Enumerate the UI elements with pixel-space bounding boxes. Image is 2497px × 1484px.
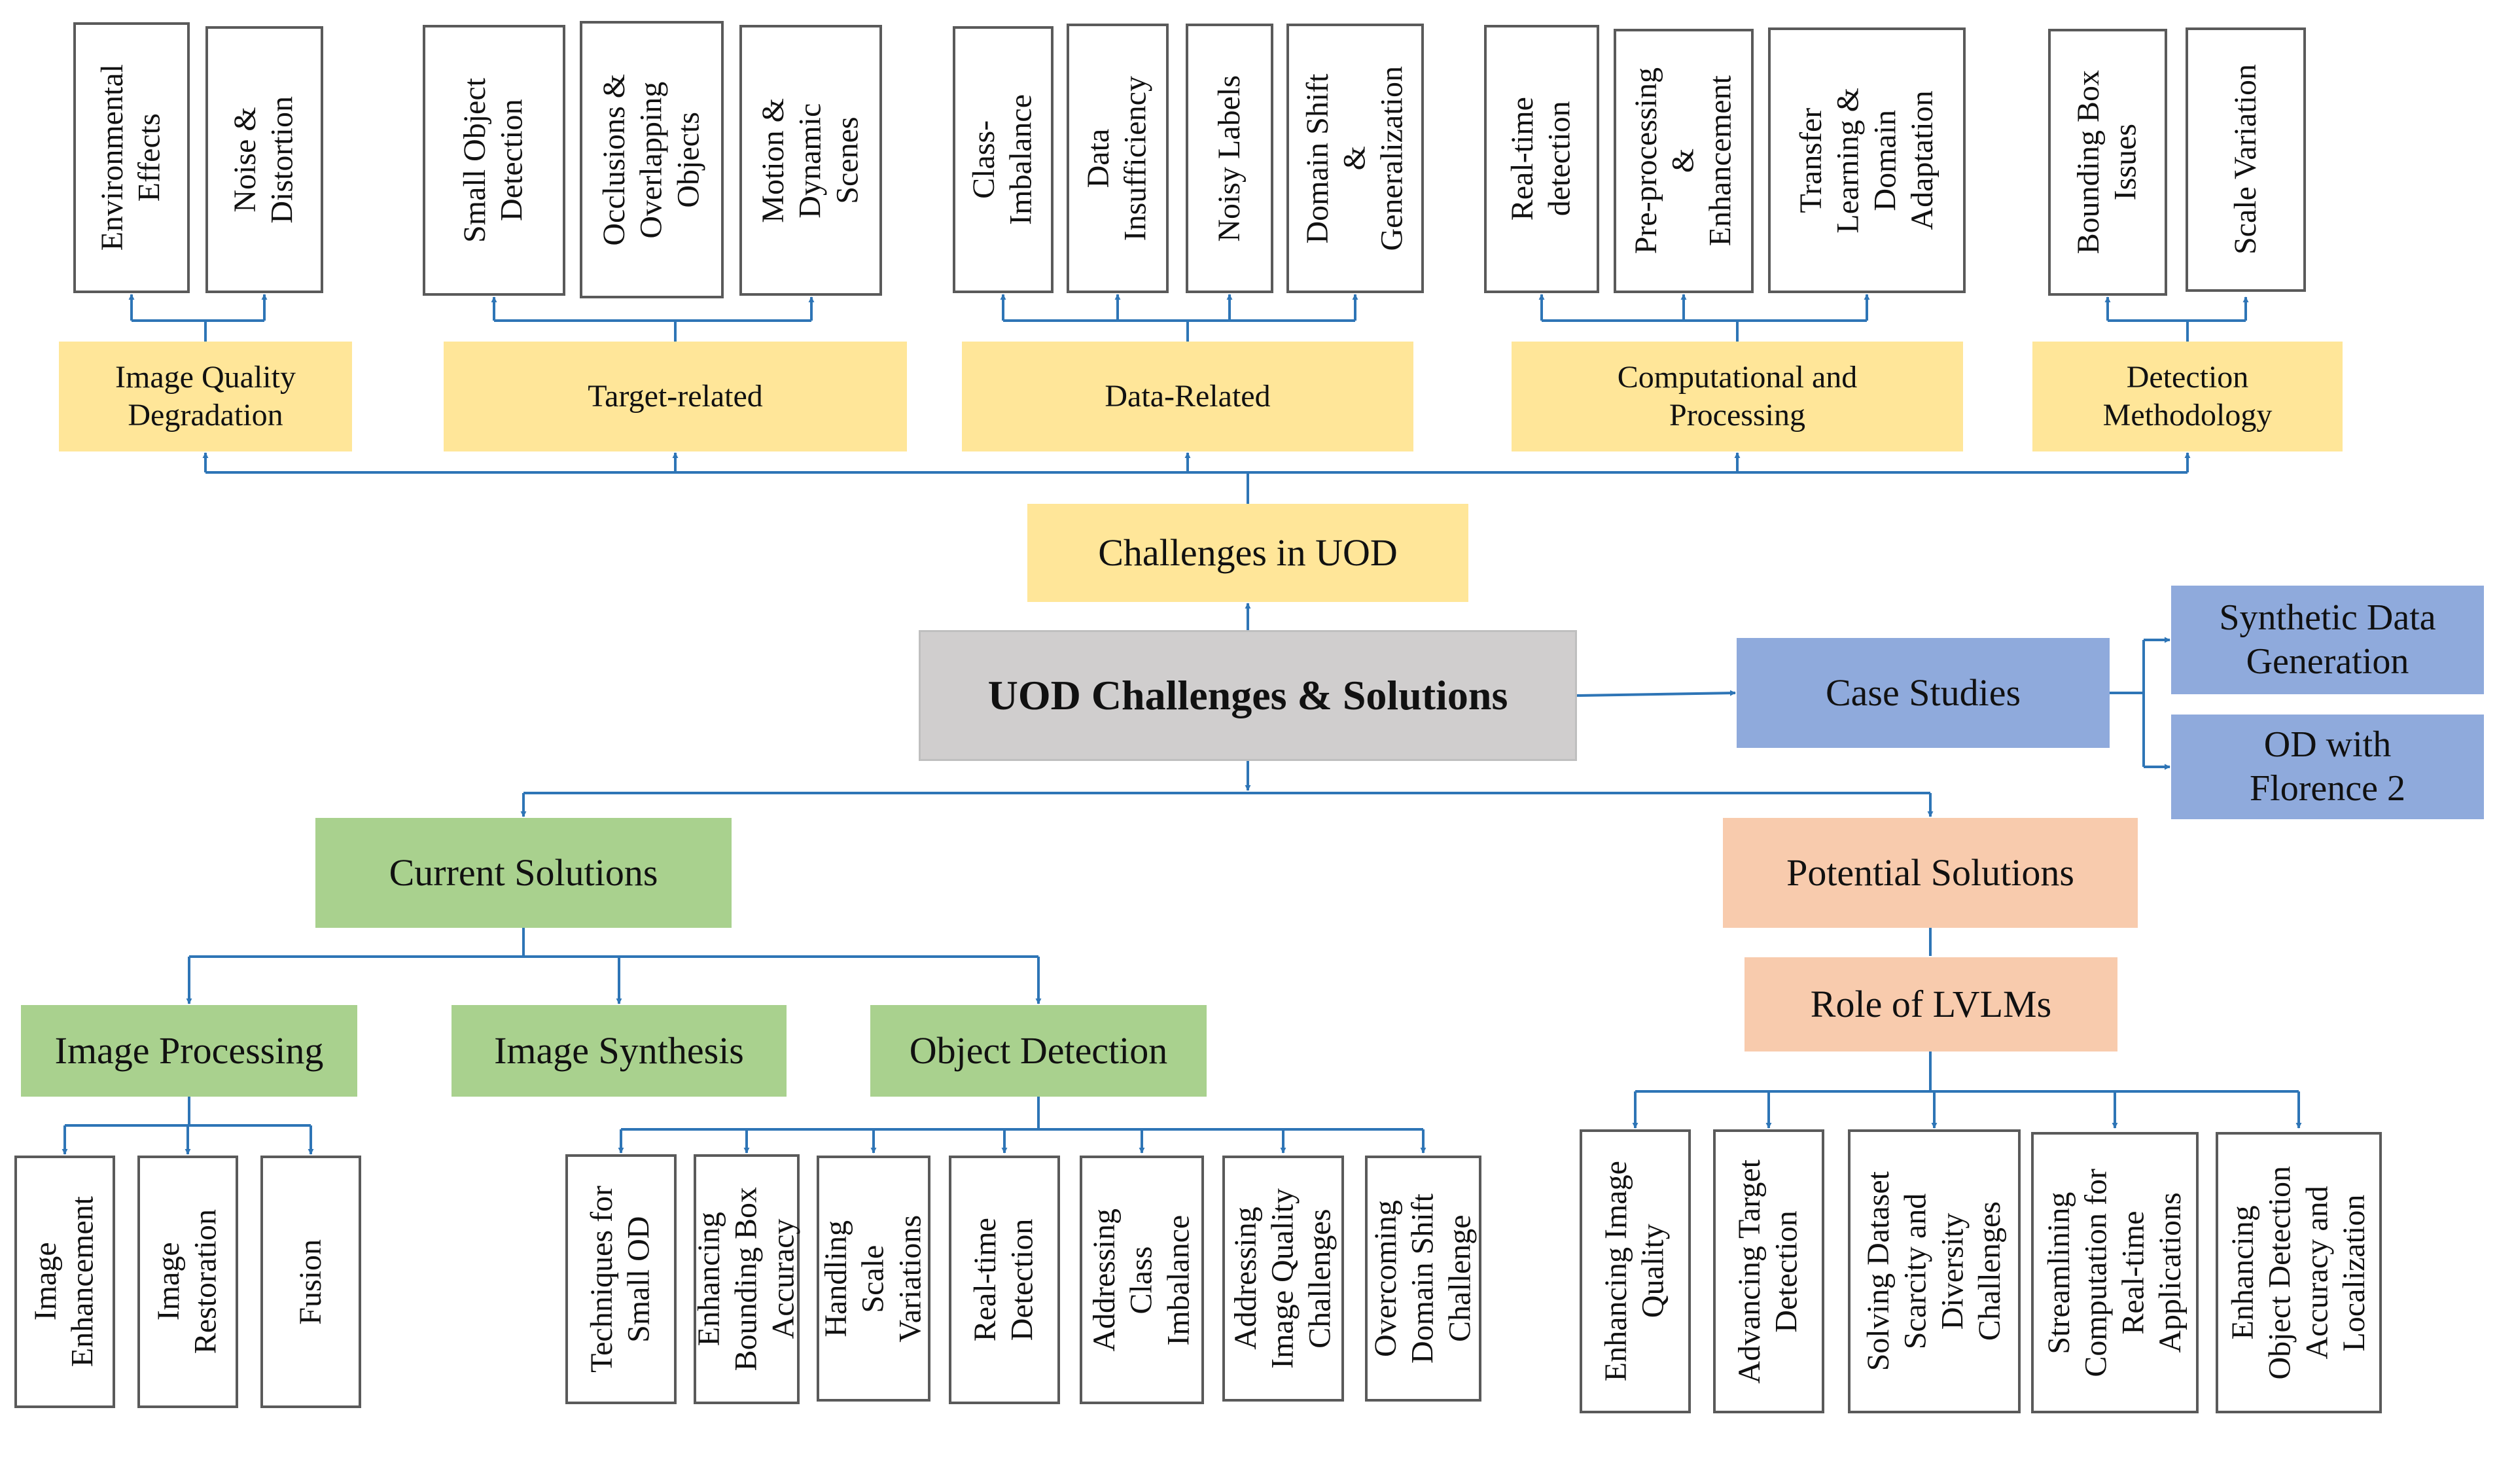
leaf-image-restoration: Image Restoration <box>137 1156 238 1408</box>
category-label: Computational and Processing <box>1617 360 1858 433</box>
leaf-label: Image Restoration <box>151 1209 223 1354</box>
leaf-label: Class- Imbalance <box>966 94 1038 225</box>
leaf-enhancing-bbox-accuracy: Enhancing Bounding Box Accuracy <box>692 1154 801 1404</box>
leaf-bounding-box-issues: Bounding Box Issues <box>2048 29 2167 296</box>
leaf-label: Streamlining Computation for Real-time A… <box>2041 1168 2187 1377</box>
potential-solutions-node: Potential Solutions <box>1723 818 2138 928</box>
category-label: Image Quality Degradation <box>115 360 296 433</box>
center-label: UOD Challenges & Solutions <box>987 671 1508 718</box>
group-label: Image Processing <box>54 1029 324 1072</box>
leaf-label: Noisy Labels <box>1211 75 1247 242</box>
leaf-label: Techniques for Small OD <box>584 1186 656 1373</box>
leaf-lvlm-streamlining: Streamlining Computation for Real-time A… <box>2031 1132 2199 1413</box>
leaf-label: Bounding Box Issues <box>2071 70 2143 255</box>
case-studies-title: Case Studies <box>1825 671 2021 715</box>
leaf-addressing-image-quality: Addressing Image Quality Challenges <box>1222 1156 1344 1402</box>
leaf-motion-dynamic: Motion & Dynamic Scenes <box>739 25 882 296</box>
leaf-label: Noise & Distortion <box>228 96 300 224</box>
leaf-label: Enhancing Bounding Box Accuracy <box>692 1187 801 1371</box>
leaf-data-insufficiency: Data Insufficiency <box>1067 24 1169 293</box>
leaf-lvlm-dataset-scarcity: Solving Dataset Scarcity and Diversity C… <box>1848 1129 2021 1413</box>
role-of-lvlms-label: Role of LVLMs <box>1810 983 2052 1026</box>
leaf-environmental-effects: Environmental Effects <box>73 22 190 293</box>
case-item-label: OD with Florence 2 <box>2250 724 2405 809</box>
leaf-class-imbalance: Class- Imbalance <box>953 26 1054 293</box>
leaf-overcoming-domain-shift: Overcoming Domain Shift Challenge <box>1365 1156 1481 1402</box>
challenges-title: Challenges in UOD <box>1098 531 1398 574</box>
role-of-lvlms-node: Role of LVLMs <box>1744 957 2117 1051</box>
leaf-label: Real-time detection <box>1505 97 1577 221</box>
leaf-label: Real-time Detection <box>968 1218 1040 1342</box>
connector-arrow <box>1576 690 1736 697</box>
category-target-related: Target-related <box>444 342 907 451</box>
current-solutions-title: Current Solutions <box>389 851 658 894</box>
leaf-label: Enhancing Object Detection Accuracy and … <box>2225 1165 2371 1380</box>
leaf-label: Pre-processing & Enhancement <box>1629 67 1738 255</box>
case-item-synthetic-data: Synthetic Data Generation <box>2171 586 2484 694</box>
group-image-synthesis: Image Synthesis <box>452 1005 787 1097</box>
challenges-node: Challenges in UOD <box>1027 504 1468 602</box>
group-image-processing: Image Processing <box>21 1005 357 1097</box>
potential-solutions-title: Potential Solutions <box>1786 851 2074 894</box>
leaf-label: Addressing Class Imbalance <box>1087 1208 1196 1352</box>
category-label: Detection Methodology <box>2102 360 2273 433</box>
leaf-label: Transfer Learning & Domain Adaptation <box>1793 87 1939 234</box>
leaf-image-enhancement: Image Enhancement <box>14 1156 115 1408</box>
leaf-techniques-small-od: Techniques for Small OD <box>565 1154 677 1404</box>
category-image-quality: Image Quality Degradation <box>59 342 352 451</box>
leaf-noise-distortion: Noise & Distortion <box>205 26 323 293</box>
group-label: Image Synthesis <box>494 1029 744 1072</box>
category-detection-methodology: Detection Methodology <box>2032 342 2343 451</box>
leaf-label: Data Insufficiency <box>1081 75 1153 241</box>
leaf-label: Advancing Target Detection <box>1732 1159 1804 1384</box>
leaf-od-real-time: Real-time Detection <box>949 1156 1060 1404</box>
leaf-label: Scale Variation <box>2227 64 2263 255</box>
leaf-addressing-class-imbalance: Addressing Class Imbalance <box>1080 1156 1204 1404</box>
leaf-lvlm-od-accuracy: Enhancing Object Detection Accuracy and … <box>2216 1132 2382 1413</box>
category-computational: Computational and Processing <box>1512 342 1963 451</box>
leaf-domain-shift: Domain Shift & Generalization <box>1286 24 1424 293</box>
group-object-detection: Object Detection <box>870 1005 1207 1097</box>
group-label: Object Detection <box>909 1029 1168 1072</box>
leaf-small-object-detection: Small Object Detection <box>423 25 565 296</box>
leaf-label: Solving Dataset Scarcity and Diversity C… <box>1860 1171 2007 1371</box>
case-item-label: Synthetic Data Generation <box>2219 597 2436 682</box>
leaf-scale-variation: Scale Variation <box>2186 27 2306 292</box>
leaf-label: Occlusions & Overlapping Objects <box>597 73 706 246</box>
category-label: Data-Related <box>1105 379 1271 414</box>
current-solutions-node: Current Solutions <box>315 818 732 928</box>
leaf-noisy-labels: Noisy Labels <box>1186 24 1273 293</box>
category-data-related: Data-Related <box>962 342 1413 451</box>
center-node: UOD Challenges & Solutions <box>919 630 1577 761</box>
leaf-label: Enhancing Image Quality <box>1599 1161 1671 1382</box>
case-studies-node: Case Studies <box>1737 638 2110 748</box>
leaf-preprocessing: Pre-processing & Enhancement <box>1614 29 1754 293</box>
leaf-label: Fusion <box>292 1239 328 1325</box>
leaf-label: Handling Scale Variations <box>819 1214 928 1343</box>
leaf-fusion: Fusion <box>260 1156 361 1408</box>
leaf-label: Small Object Detection <box>457 78 529 243</box>
leaf-label: Environmental Effects <box>95 64 167 251</box>
case-item-florence: OD with Florence 2 <box>2171 715 2484 819</box>
leaf-label: Addressing Image Quality Challenges <box>1228 1188 1337 1369</box>
leaf-real-time-detection: Real-time detection <box>1484 25 1599 293</box>
leaf-handling-scale: Handling Scale Variations <box>817 1156 930 1402</box>
leaf-occlusions: Occlusions & Overlapping Objects <box>580 21 724 298</box>
leaf-lvlm-target-detection: Advancing Target Detection <box>1713 1129 1824 1413</box>
leaf-label: Overcoming Domain Shift Challenge <box>1368 1193 1478 1364</box>
leaf-label: Domain Shift & Generalization <box>1300 65 1409 251</box>
leaf-label: Motion & Dynamic Scenes <box>756 97 865 223</box>
leaf-lvlm-image-quality: Enhancing Image Quality <box>1580 1129 1691 1413</box>
leaf-transfer-learning: Transfer Learning & Domain Adaptation <box>1768 27 1966 293</box>
category-label: Target-related <box>588 379 763 414</box>
leaf-label: Image Enhancement <box>28 1196 100 1368</box>
